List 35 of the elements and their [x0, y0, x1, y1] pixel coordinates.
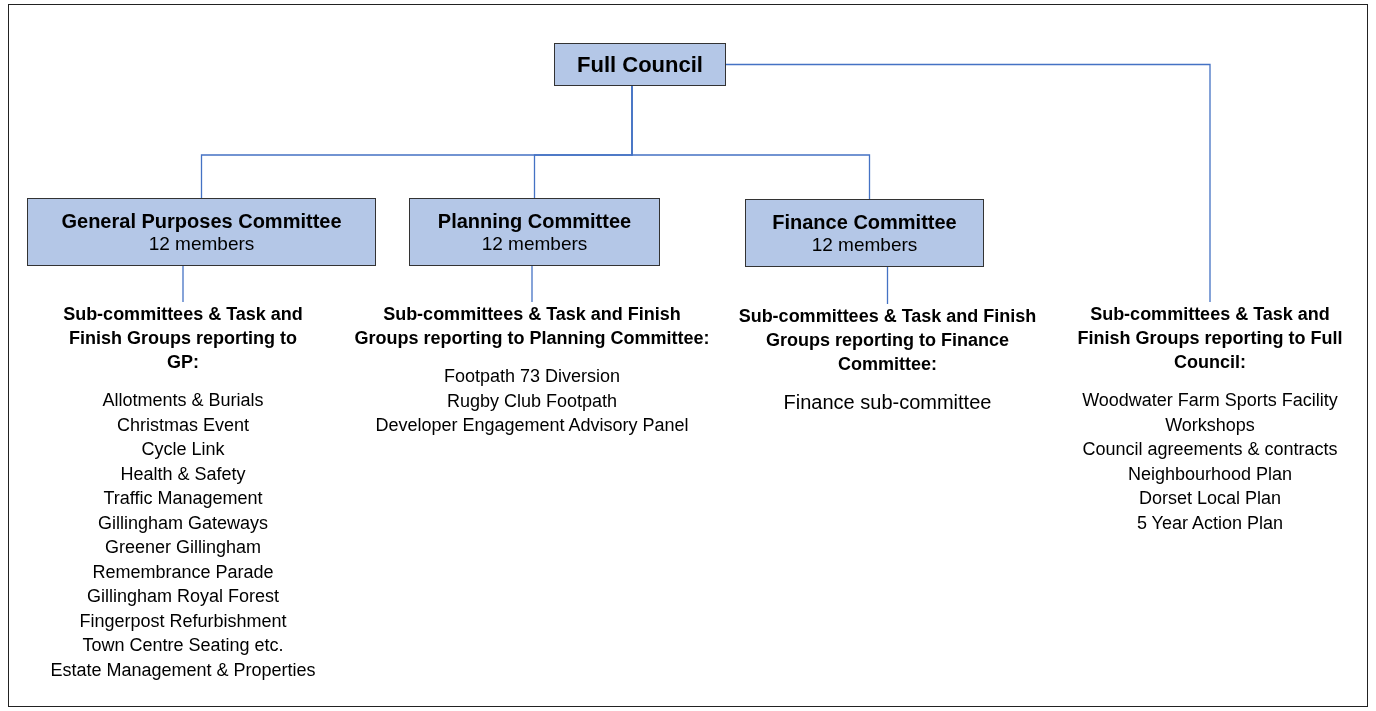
list-item: Rugby Club Footpath [446, 389, 618, 413]
list-item: Fingerpost Refurbishment [79, 609, 287, 633]
list-item: Allotments & Burials [102, 389, 264, 412]
list-item: Gillingham Royal Forest [86, 585, 280, 608]
list-item: Remembrance Parade [92, 560, 274, 584]
list-item: Greener Gillingham [104, 536, 262, 559]
committee-box: Finance Committee 12 members [745, 199, 984, 267]
list-item: 5 Year Action Plan [1136, 511, 1284, 535]
list-item: Health & Safety [120, 462, 246, 486]
connector-line [725, 63, 1211, 303]
connector-line [886, 266, 889, 305]
group-heading: Sub-committees & Task and Finish Groups reporting to Planning Committee: [353, 303, 711, 350]
list-item: Footpath 73 Diversion [443, 365, 621, 388]
list-item: Council agreements & contracts [1082, 438, 1338, 461]
connector-line [182, 265, 184, 303]
committee-box: General Purposes Committee 12 members [27, 198, 376, 266]
list-item: Workshops [1165, 413, 1255, 437]
list-item: Developer Engagement Advisory Panel [375, 414, 689, 437]
list-item: Gillingham Gateways [97, 511, 269, 535]
list-item: Finance sub-committee [783, 390, 992, 415]
group-heading: Sub-committees & Task and Finish Groups reporting to Full Council: [1076, 303, 1344, 374]
council-box: Full Council [554, 43, 726, 86]
connector-line [531, 265, 533, 303]
list-item: Town Centre Seating etc. [82, 634, 284, 657]
group-heading: Sub-committees & Task and Finish Groups reporting to GP: [62, 303, 304, 374]
list-item: Christmas Event [116, 413, 249, 437]
group-heading: Sub-committees & Task and Finish Groups reporting to Finance Committee: [737, 305, 1038, 376]
list-item: Traffic Management [103, 487, 263, 510]
list-item: Dorset Local Plan [1138, 487, 1282, 510]
committee-box: Planning Committee 12 members [409, 198, 660, 266]
list-item: Woodwater Farm Sports Facility [1082, 389, 1338, 412]
list-item: Neighbourhood Plan [1127, 462, 1293, 486]
connector-line [631, 85, 871, 200]
list-item: Estate Management & Properties [50, 658, 316, 682]
list-item: Cycle Link [141, 438, 225, 461]
